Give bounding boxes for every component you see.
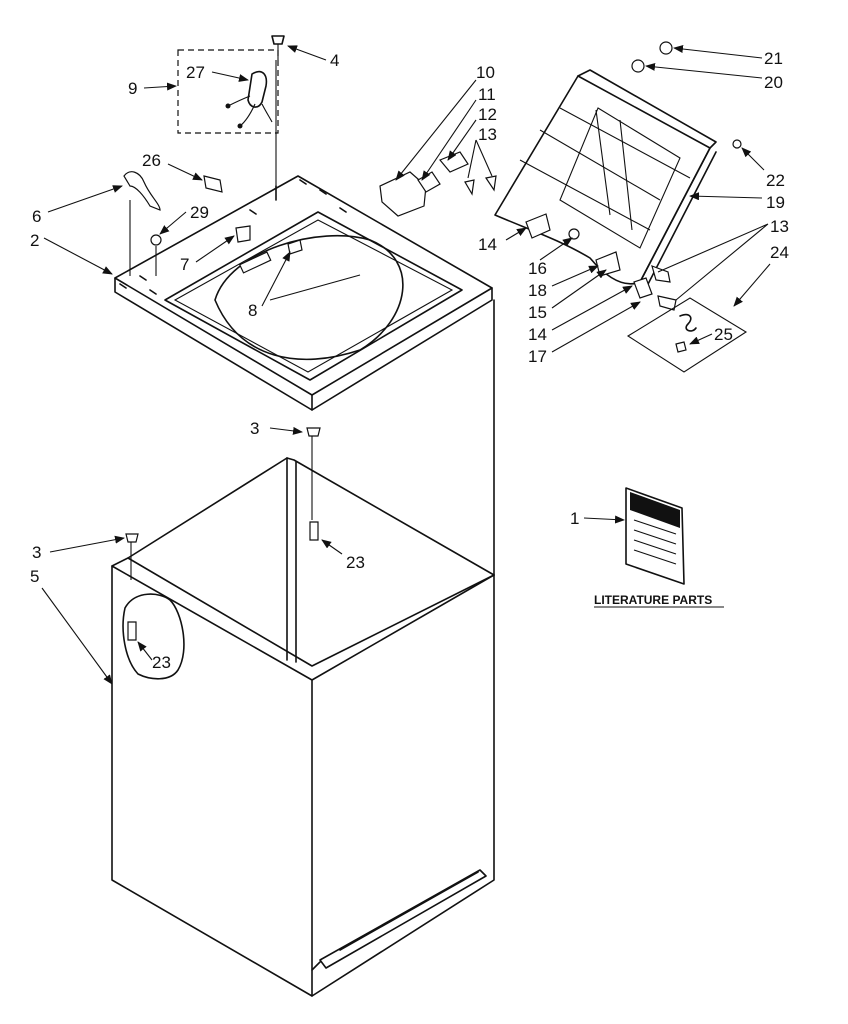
callout-21: 21 — [764, 49, 783, 68]
callout-3-top: 3 — [250, 419, 259, 438]
lid — [494, 69, 717, 289]
callout-11: 11 — [478, 85, 496, 104]
callout-15: 15 — [528, 303, 547, 322]
callout-13-right: 13 — [770, 217, 789, 236]
callout-5: 5 — [30, 567, 39, 586]
callout-10: 10 — [476, 63, 495, 82]
literature-parts-label: LITERATURE PARTS — [594, 593, 712, 607]
leader-lines — [41, 45, 771, 685]
hinge-parts-10-13 — [379, 151, 497, 217]
spring-box-24 — [626, 297, 748, 373]
callout-25: 25 — [714, 325, 733, 344]
literature-card — [625, 487, 685, 585]
callout-7: 7 — [180, 255, 189, 274]
callout-1: 1 — [570, 509, 579, 528]
callout-26: 26 — [142, 151, 161, 170]
cabinet — [111, 299, 495, 997]
callout-2: 2 — [30, 231, 39, 250]
lid-parts-14-18 — [525, 213, 677, 311]
callout-19: 19 — [766, 193, 785, 212]
callout-9: 9 — [128, 79, 137, 98]
callout-22: 22 — [766, 171, 785, 190]
wire-harness-box — [177, 49, 279, 134]
callout-23-bottom: 23 — [152, 653, 171, 672]
callout-27: 27 — [186, 63, 205, 82]
screw-4 — [271, 35, 285, 190]
callout-3-bottom: 3 — [32, 543, 41, 562]
callout-16: 16 — [528, 259, 547, 278]
callout-4: 4 — [330, 51, 339, 70]
callout-13-top: 13 — [478, 125, 497, 144]
callout-20: 20 — [764, 73, 783, 92]
callout-8: 8 — [248, 301, 257, 320]
callout-12: 12 — [478, 105, 497, 124]
callout-17: 17 — [528, 347, 547, 366]
misc-parts — [123, 171, 321, 641]
callout-labels: 4 9 27 26 6 29 2 7 8 10 11 12 13 21 20 2… — [30, 49, 789, 672]
callout-29: 29 — [190, 203, 209, 222]
callout-23-top: 23 — [346, 553, 365, 572]
callout-14-bottom: 14 — [528, 325, 547, 344]
callout-18: 18 — [528, 281, 547, 300]
bumpers-20-21-22 — [631, 41, 742, 149]
callout-24: 24 — [770, 243, 789, 262]
callout-14-top: 14 — [478, 235, 497, 254]
callout-6: 6 — [32, 207, 41, 226]
top-panel — [114, 175, 493, 411]
